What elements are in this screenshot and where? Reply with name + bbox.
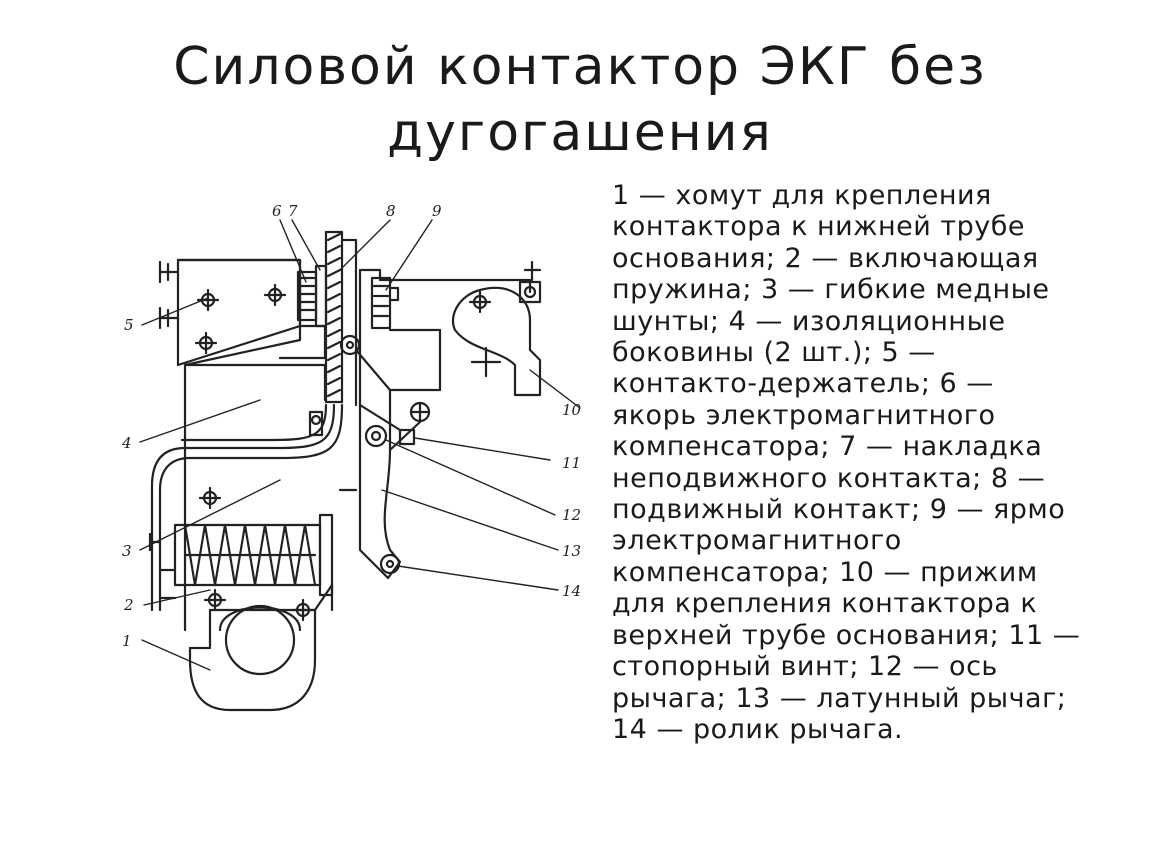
closing-spring	[148, 513, 334, 600]
bottom-tube	[224, 604, 296, 676]
leader-lines	[139, 219, 581, 671]
stop-screw	[398, 428, 416, 446]
callout-3: 3	[122, 542, 132, 560]
callout-numbers: 1 2 3 4 5 6 7 8 9 10 11 12 13 14	[121, 202, 582, 650]
moving-contact	[324, 230, 344, 404]
callout-2: 2	[123, 596, 134, 614]
holder-screws	[194, 283, 287, 355]
top-tube-clamp	[452, 286, 542, 397]
insulating-sidewall	[176, 258, 327, 632]
callout-9: 9	[432, 202, 442, 220]
callout-13: 13	[562, 542, 581, 560]
callout-7: 7	[288, 202, 298, 220]
contactor-diagram: 1 2 3 4 5 6 7 8 9 10 11 12 13 14	[60, 190, 600, 720]
brass-lever	[354, 348, 402, 580]
bottom-clamp	[188, 608, 317, 712]
fixed-contact-pad	[314, 264, 328, 328]
callout-5: 5	[124, 316, 134, 334]
callout-14: 14	[562, 582, 581, 600]
callout-11: 11	[562, 454, 581, 472]
callout-6: 6	[272, 202, 282, 220]
callout-8: 8	[386, 202, 396, 220]
title-line-1: Силовой контактор ЭКГ без	[173, 37, 987, 97]
lever-pivot	[364, 424, 388, 448]
legend-caption: 1 — хомут для крепления контактора к ниж…	[612, 180, 1081, 745]
upper-frame	[378, 278, 532, 392]
lever-roller	[379, 553, 401, 575]
callout-12: 12	[562, 506, 581, 524]
callout-10: 10	[562, 401, 582, 419]
slide-title: Силовой контактор ЭКГ без дугогашения	[150, 34, 1010, 166]
contact-holder	[176, 258, 302, 367]
callout-4: 4	[121, 434, 132, 452]
callout-1: 1	[122, 632, 132, 650]
title-line-2: дугогашения	[387, 103, 773, 163]
